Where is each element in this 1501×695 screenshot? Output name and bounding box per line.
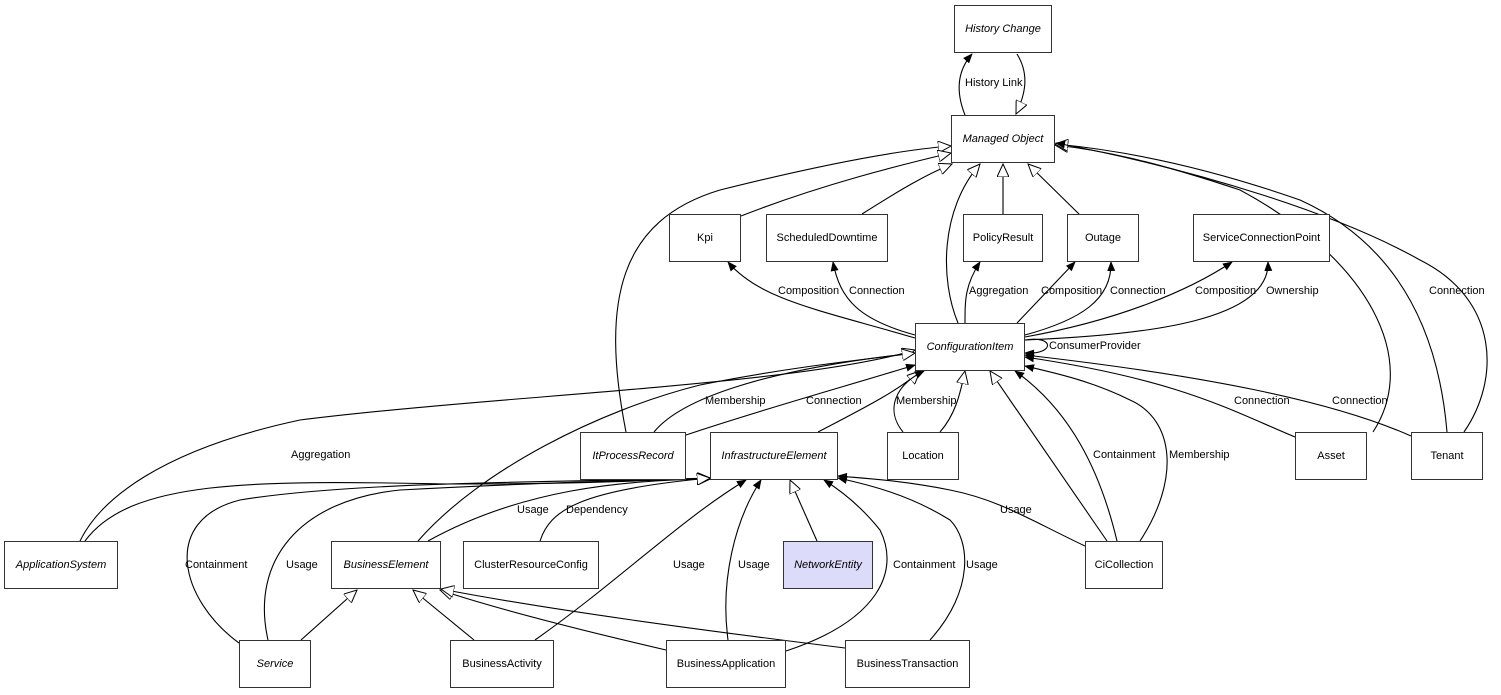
edge-ci-self [1024,338,1048,358]
edge-activity-be-gen [413,590,475,641]
edge-label-consumer-provider: ConsumerProvider [1049,340,1141,352]
edge-label-outage-connection: Connection [1110,285,1166,297]
edge-label-tenant-ci-connection: Connection [1332,395,1388,407]
edge-ci-mo-gen [945,164,980,324]
edge-ci-scp-own [1024,261,1273,341]
edge-ci-policy [964,261,981,324]
class-business-application[interactable]: BusinessApplication [666,640,786,688]
edge-label-cicoll-containment: Containment [1093,449,1156,461]
edge-label-itpr-membership: Membership [705,395,766,407]
edge-kpi-mo-gen [740,153,951,217]
edge-ci-outage-comp [1016,261,1076,324]
edge-history-gen [1016,53,1025,114]
class-kpi[interactable]: Kpi [669,214,741,262]
edge-ci-downtime [830,261,916,336]
class-infrastructure-element[interactable]: InfrastructureElement [710,432,838,480]
edge-label-history-link: History Link [965,77,1023,89]
class-history-change[interactable]: History Change [954,5,1052,53]
edge-asset-ci [1024,354,1296,438]
edge-label-asset-connection: Connection [1234,395,1290,407]
edge-label-service-usage: Usage [286,559,318,571]
edge-label-bapp-usage: Usage [738,559,770,571]
edge-ci-kpi [727,261,916,339]
class-tenant[interactable]: Tenant [1411,432,1483,480]
class-it-process-record[interactable]: ItProcessRecord [580,432,686,480]
class-outage[interactable]: Outage [1067,214,1139,262]
edge-label-service-containment: Containment [185,559,248,571]
edge-btrans-ie-usage [837,476,966,641]
edge-ci-scp-comp [1024,261,1233,338]
edge-history-link [958,53,973,116]
edge-downtime-mo-gen [861,164,952,215]
edge-label-bapp-containment: Containment [893,559,956,571]
edge-loc-ci-memb [893,370,925,433]
edge-label-btrans-usage: Usage [966,559,998,571]
edge-label-kpi-composition: Composition [778,285,840,297]
edge-outage-mo-gen [1028,164,1080,215]
edge-label-scp-composition: Composition [1195,285,1257,297]
edge-itpr-ci-memb [653,350,916,433]
edge-ne-ie-gen [790,480,818,542]
edge-service-ie-usage [263,479,710,641]
edge-cicoll-ci-gen [990,371,1108,542]
edge-label-appsys-aggregation: Aggregation [291,449,351,461]
edge-ci-outage-conn [1024,261,1116,336]
edge-label-scp-ownership: Ownership [1266,285,1319,297]
edge-label-itpr-connection: Connection [806,395,862,407]
class-configuration-item[interactable]: ConfigurationItem [915,323,1025,371]
edge-label-tenant-mo-connection: Connection [1429,285,1485,297]
edge-label-location-membership: Membership [896,395,957,407]
edge-label-activity-usage: Usage [673,559,705,571]
edge-tenant-mo-conn [1055,140,1488,433]
edge-activity-ie-usage [534,479,747,641]
edge-itpr-ci-conn [685,363,916,436]
class-business-element[interactable]: BusinessElement [331,541,441,589]
class-service[interactable]: Service [239,640,311,688]
class-service-connection-point[interactable]: ServiceConnectionPoint [1193,214,1330,262]
edge-label-be-usage: Usage [517,504,549,516]
edge-bapp-be-gen [440,590,667,651]
class-business-activity[interactable]: BusinessActivity [450,640,554,688]
edge-service-be-gen [300,590,357,641]
class-scheduled-downtime[interactable]: ScheduledDowntime [766,214,888,262]
edge-service-ie-cont [186,478,710,644]
edge-label-downtime-connection: Connection [849,285,905,297]
class-application-system[interactable]: ApplicationSystem [4,541,118,589]
edge-itpr-mo-gen [615,146,951,433]
class-ci-collection[interactable]: CiCollection [1085,541,1163,589]
edge-cicoll-ci-cont [1014,370,1118,542]
edge-label-cicoll-membership: Membership [1169,449,1230,461]
class-asset[interactable]: Asset [1295,432,1367,480]
class-network-entity[interactable]: NetworkEntity [783,541,873,589]
edge-bapp-ie-cont [785,479,888,652]
class-policy-result[interactable]: PolicyResult [963,214,1043,262]
class-managed-object[interactable]: Managed Object [951,115,1055,163]
edge-tenant-ci [1024,352,1412,437]
edge-crc-ie-dep [539,478,710,542]
edge-tenant-mo-gen [1055,144,1448,433]
edge-cicoll-ci-memb [1024,364,1168,542]
edge-loc-ci-gen [939,371,965,433]
edge-btrans-be-gen [441,589,846,649]
edge-cicoll-ie-usage [837,472,1086,547]
class-cluster-resource-config[interactable]: ClusterResourceConfig [463,541,599,589]
edge-label-outage-composition: Composition [1041,285,1103,297]
class-location[interactable]: Location [887,432,959,480]
edge-label-cicoll-usage: Usage [1000,504,1032,516]
edge-bapp-ie-usage [725,479,762,641]
edge-label-policy-aggregation: Aggregation [969,285,1029,297]
class-business-transaction[interactable]: BusinessTransaction [845,640,970,688]
edge-label-crc-dependency: Dependency [566,504,628,516]
